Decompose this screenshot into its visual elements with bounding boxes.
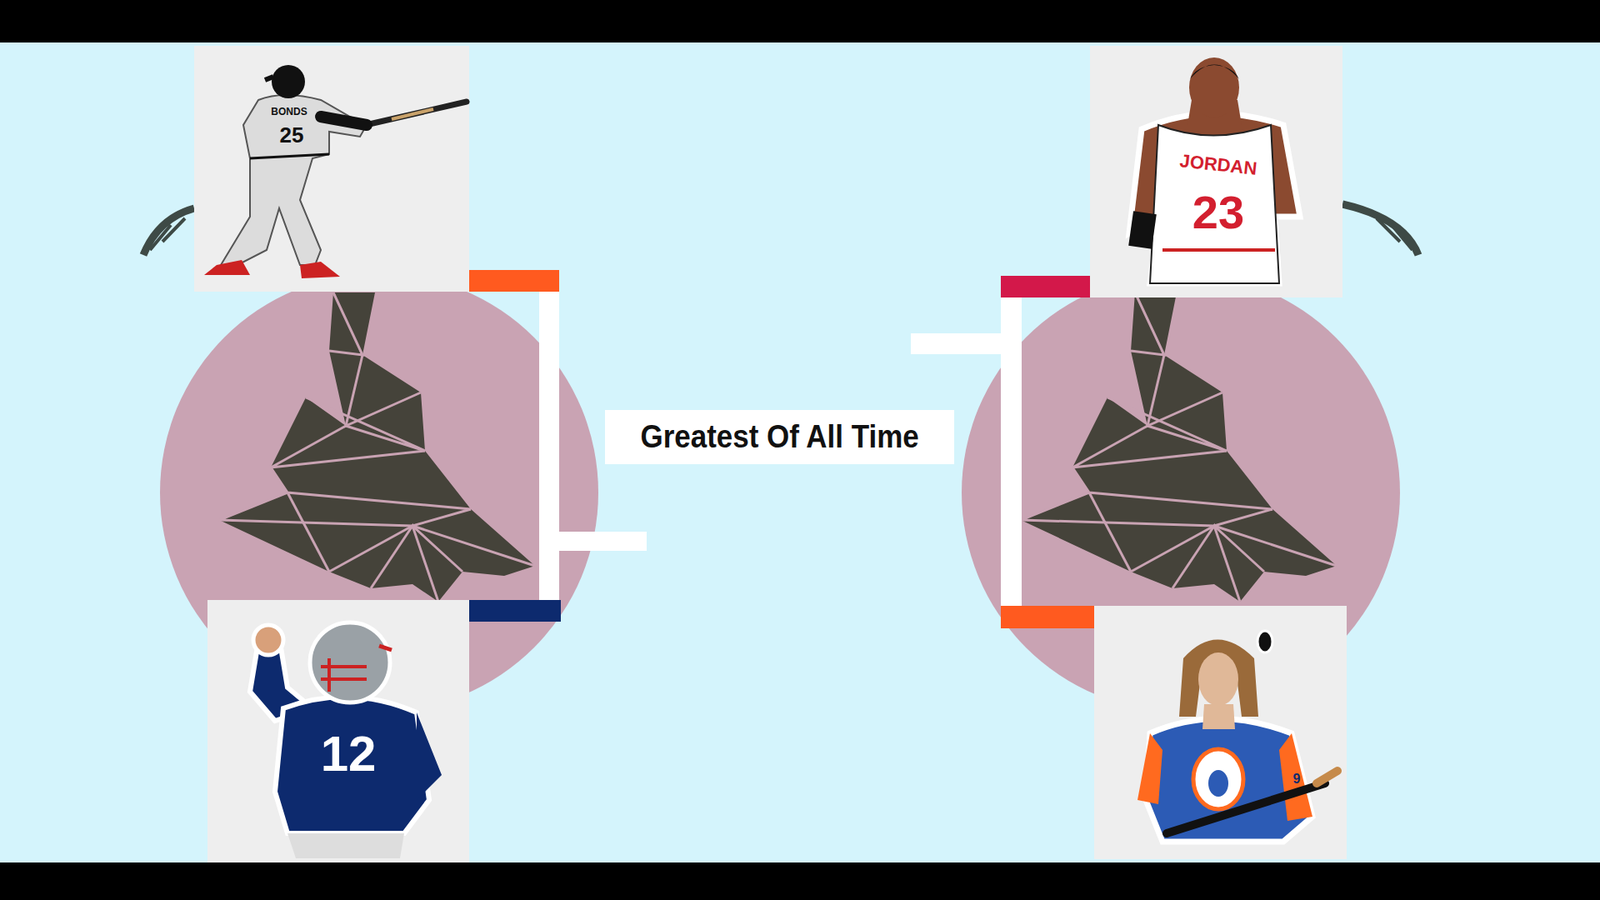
bracket-line xyxy=(1000,297,1022,606)
bracket-line xyxy=(539,291,560,600)
bottom-bar xyxy=(0,862,1600,900)
bracket-stub xyxy=(559,531,647,551)
player-card xyxy=(194,45,470,292)
bracket-stub xyxy=(910,333,1001,355)
player-card xyxy=(1094,605,1347,860)
player-card xyxy=(207,600,470,863)
top-bar xyxy=(0,0,1600,43)
wing-mark xyxy=(143,208,195,255)
wolf-logo xyxy=(219,292,535,602)
wing-mark xyxy=(150,218,185,250)
bracket-bar xyxy=(469,600,561,622)
jersey-label: 23 xyxy=(1192,189,1245,236)
diagram-title: Greatest Of All Time xyxy=(640,419,919,455)
jersey-label: 25 xyxy=(280,124,305,146)
bracket-bar xyxy=(1000,275,1090,298)
player-card xyxy=(1090,45,1343,298)
title-box: Greatest Of All Time xyxy=(605,410,955,465)
wing-mark xyxy=(1342,204,1419,255)
wing-mark xyxy=(1376,218,1413,250)
bracket-bar xyxy=(1000,605,1095,629)
jersey-label: 9 xyxy=(1293,772,1301,786)
bracket-bar xyxy=(469,270,560,292)
wolf-logo xyxy=(1020,292,1337,602)
jersey-label: 12 xyxy=(320,729,377,780)
jersey-label: BONDS xyxy=(270,106,307,117)
